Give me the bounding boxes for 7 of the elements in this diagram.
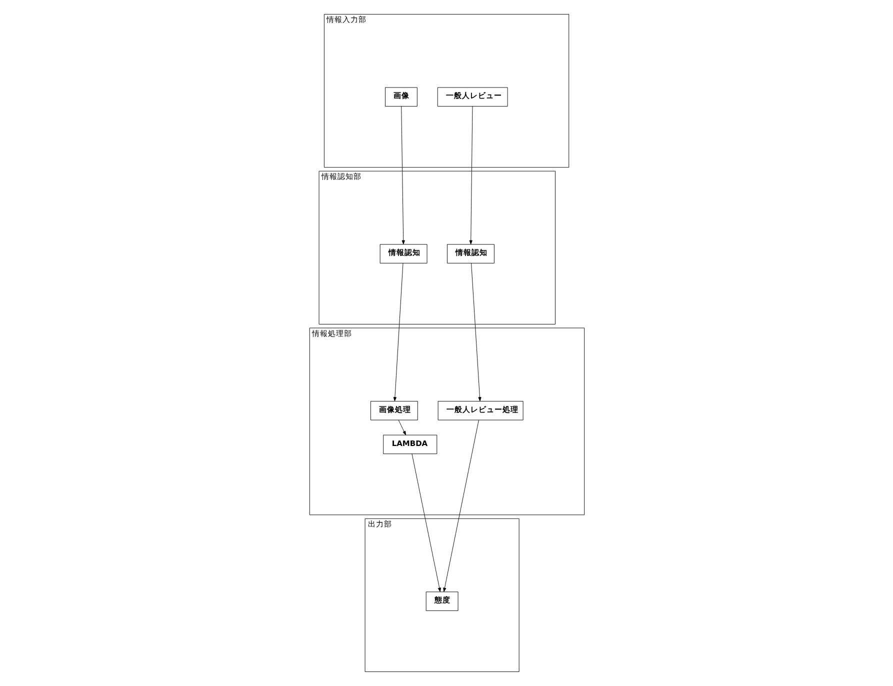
arrow	[470, 263, 481, 402]
arrow	[411, 454, 440, 592]
arrow	[400, 106, 404, 244]
arrow	[398, 420, 406, 436]
arrow	[392, 263, 403, 402]
arrow	[468, 106, 472, 244]
arrow	[442, 420, 478, 592]
